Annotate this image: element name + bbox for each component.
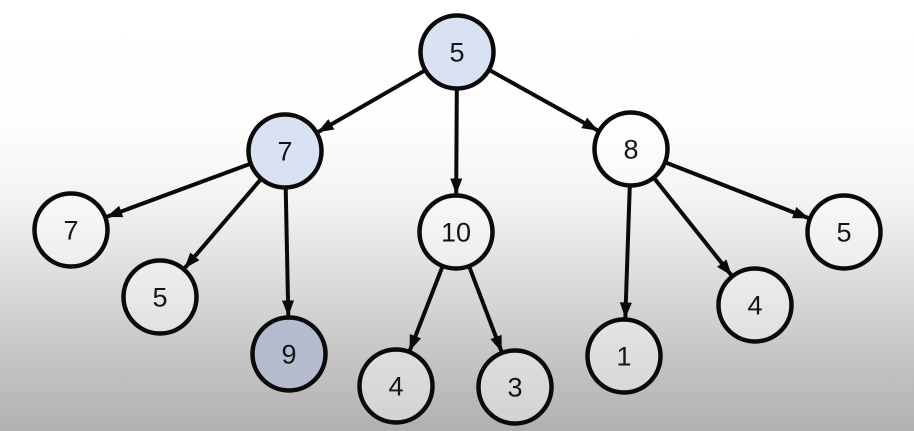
tree-node-leaf-4-right: 4 [716, 266, 794, 344]
tree-node-node-8: 8 [592, 110, 670, 188]
tree-edge-node-8-to-leaf-4-right [652, 176, 734, 277]
tree-edge-node-7-to-leaf-7 [105, 161, 252, 219]
tree-node-leaf-7: 7 [32, 191, 110, 269]
tree-node-circle-node-7 [246, 112, 324, 190]
tree-edge-node-8-to-leaf-5-right [664, 160, 810, 221]
tree-node-node-10: 10 [417, 193, 495, 271]
tree-node-leaf-9: 9 [250, 315, 328, 393]
tree-node-leaf-5-left: 5 [121, 258, 199, 336]
tree-node-label-leaf-4-right: 4 [747, 290, 762, 320]
tree-node-label-leaf-3: 3 [507, 372, 522, 402]
tree-node-label-leaf-5-right: 5 [836, 217, 851, 247]
tree-node-circle-node-8 [592, 110, 670, 188]
tree-node-circle-node-10 [417, 193, 495, 271]
tree-node-label-leaf-4-mid: 4 [388, 371, 403, 401]
tree-node-label-root-5: 5 [449, 37, 464, 67]
tree-node-label-node-7: 7 [277, 136, 292, 166]
tree-node-circle-leaf-4-right [716, 266, 794, 344]
tree-node-leaf-4-mid: 4 [357, 347, 435, 425]
tree-nodes: 5 7 8 10 7 5 9 4 3 1 4 5 [32, 13, 883, 426]
tree-node-leaf-3: 3 [476, 348, 554, 426]
tree-node-label-node-8: 8 [623, 134, 638, 164]
tree-node-leaf-1: 1 [585, 317, 663, 395]
tree-node-circle-root-5 [418, 13, 496, 91]
tree-node-circle-leaf-5-right [805, 193, 883, 271]
tree-edges [105, 68, 810, 353]
tree-node-circle-leaf-3 [476, 348, 554, 426]
tree-node-label-node-10: 10 [441, 217, 471, 247]
tree-node-circle-leaf-1 [585, 317, 663, 395]
tree-node-root-5: 5 [418, 13, 496, 91]
tree-edge-node-7-to-leaf-9 [281, 187, 294, 317]
tree-edge-root-5-to-node-10 [450, 88, 463, 195]
tree-node-circle-leaf-7 [32, 191, 110, 269]
tree-edge-node-8-to-leaf-1 [619, 185, 632, 319]
tree-node-label-leaf-1: 1 [616, 341, 631, 371]
tree-node-circle-leaf-9 [250, 315, 328, 393]
tree-edge-node-7-to-leaf-5-left [182, 177, 263, 270]
tree-edge-root-5-to-node-7 [316, 68, 427, 135]
tree-edge-node-10-to-leaf-3 [467, 265, 504, 353]
tree-node-label-leaf-9: 9 [281, 339, 296, 369]
tree-node-circle-leaf-4-mid [357, 347, 435, 425]
tree-node-label-leaf-7: 7 [63, 215, 78, 245]
tree-node-label-leaf-5-left: 5 [152, 282, 167, 312]
tree-node-node-7: 7 [246, 112, 324, 190]
tree-edge-root-5-to-node-8 [487, 68, 600, 133]
tree-node-leaf-5-right: 5 [805, 193, 883, 271]
tree-edge-node-10-to-leaf-4-mid [407, 265, 445, 352]
tree-node-circle-leaf-5-left [121, 258, 199, 336]
